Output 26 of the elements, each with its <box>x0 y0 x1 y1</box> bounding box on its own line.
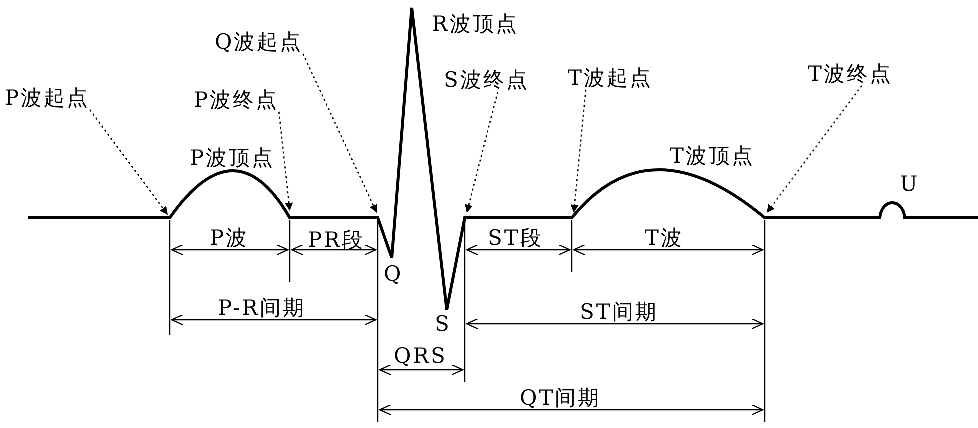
point-label: T波终点 <box>808 62 894 86</box>
dimension-label: PR段 <box>308 228 365 252</box>
wave-label: S <box>435 312 452 336</box>
point-label: T波起点 <box>568 66 654 90</box>
wave-label: R波顶点 <box>432 12 519 36</box>
dimension-label: T波 <box>645 226 684 250</box>
leader-line <box>570 90 587 214</box>
wave-label: Q <box>384 262 404 286</box>
dimension-label: P-R间期 <box>218 296 306 320</box>
wave-label: U <box>900 172 920 196</box>
wave-label: P波顶点 <box>190 146 276 170</box>
leader-line <box>90 110 169 216</box>
point-label: Q波起点 <box>215 30 304 54</box>
leader-line <box>302 54 378 214</box>
leader-line <box>278 112 294 212</box>
leader-line <box>766 86 863 214</box>
point-label: P波终点 <box>194 88 280 112</box>
point-label: S波终点 <box>444 68 530 92</box>
dimension-label: P波 <box>210 226 250 250</box>
dimension-label: ST间期 <box>580 300 658 324</box>
dimension-label: QT间期 <box>520 386 602 410</box>
leader-line <box>465 92 499 214</box>
wave-label: T波顶点 <box>670 144 756 168</box>
point-label: P波起点 <box>5 86 90 110</box>
dimension-label: QRS <box>394 344 448 368</box>
dimension-label: ST段 <box>488 226 544 250</box>
